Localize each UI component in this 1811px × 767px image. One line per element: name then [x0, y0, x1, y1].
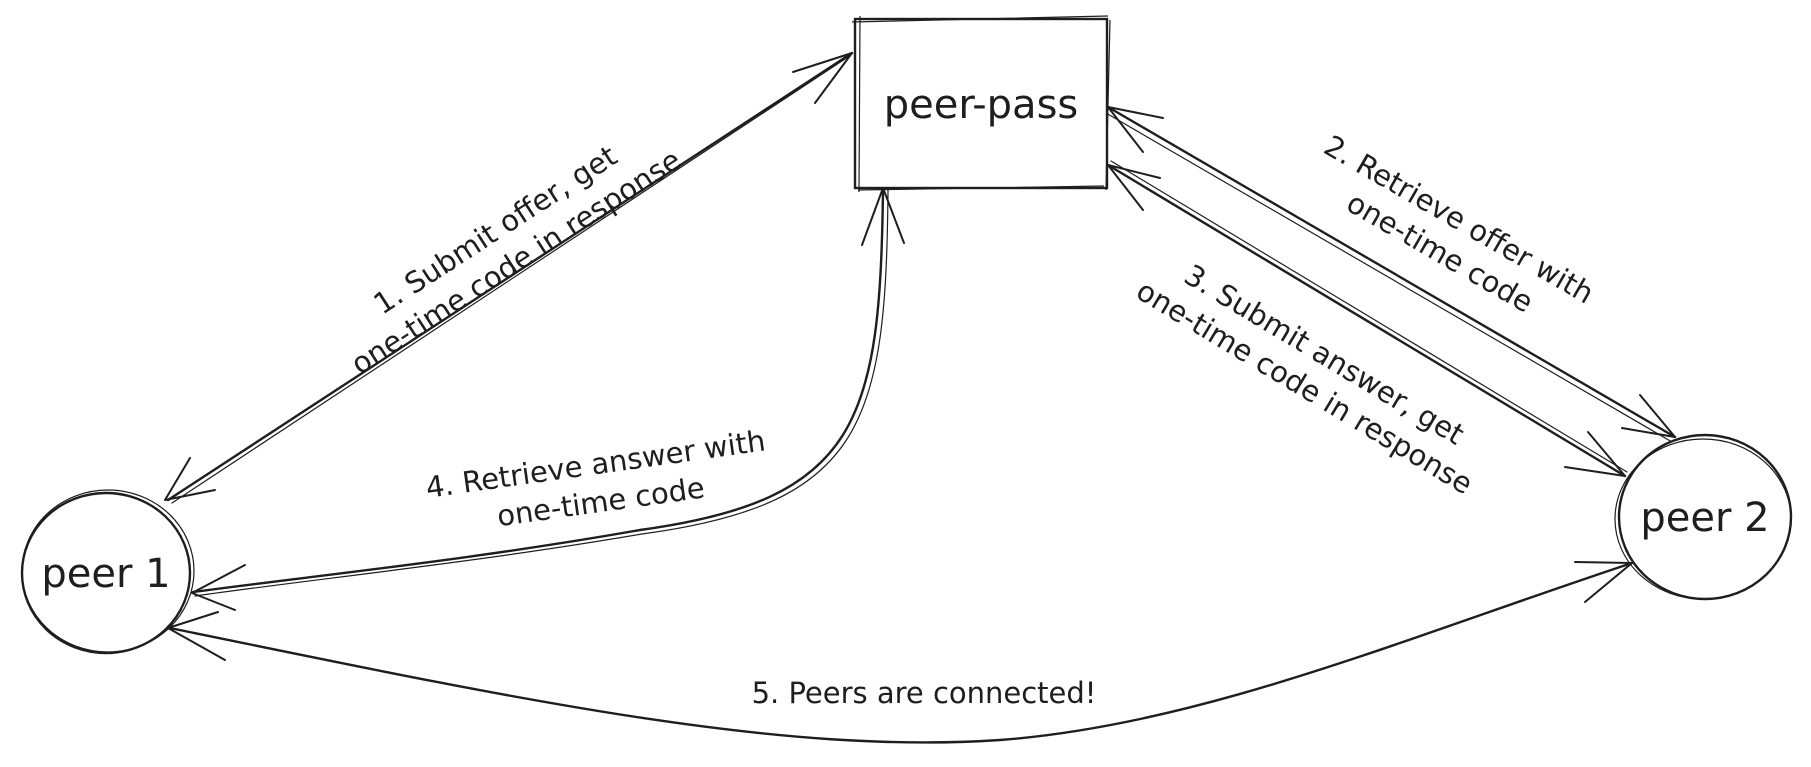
node-peer-pass: peer-pass	[851, 15, 1111, 193]
node-peer-2: peer 2	[1614, 433, 1793, 601]
node-peer-2-label: peer 2	[1640, 495, 1769, 541]
node-peer-1: peer 1	[20, 489, 195, 655]
label-step2: 2. Retrieve offer with one-time code	[1318, 128, 1599, 319]
label-step3: 3. Submit answer, get one-time code in r…	[1131, 258, 1479, 501]
edge-step5	[167, 561, 1634, 744]
node-peer-pass-label: peer-pass	[884, 82, 1079, 128]
edge-step3	[1106, 160, 1628, 478]
node-peer-1-label: peer 1	[41, 551, 170, 597]
label-step3-line2: one-time code in response	[1131, 273, 1479, 501]
label-step1-line2: one-time code in response	[345, 142, 687, 381]
edge-step4	[191, 187, 905, 611]
edge-step2	[1105, 105, 1677, 443]
edge-step1	[164, 51, 854, 504]
label-step1: 1. Submit offer, get one-time code in re…	[345, 139, 687, 381]
label-step4: 4. Retrieve answer with one-time code	[424, 424, 768, 534]
label-step5: 5. Peers are connected!	[752, 676, 1097, 710]
